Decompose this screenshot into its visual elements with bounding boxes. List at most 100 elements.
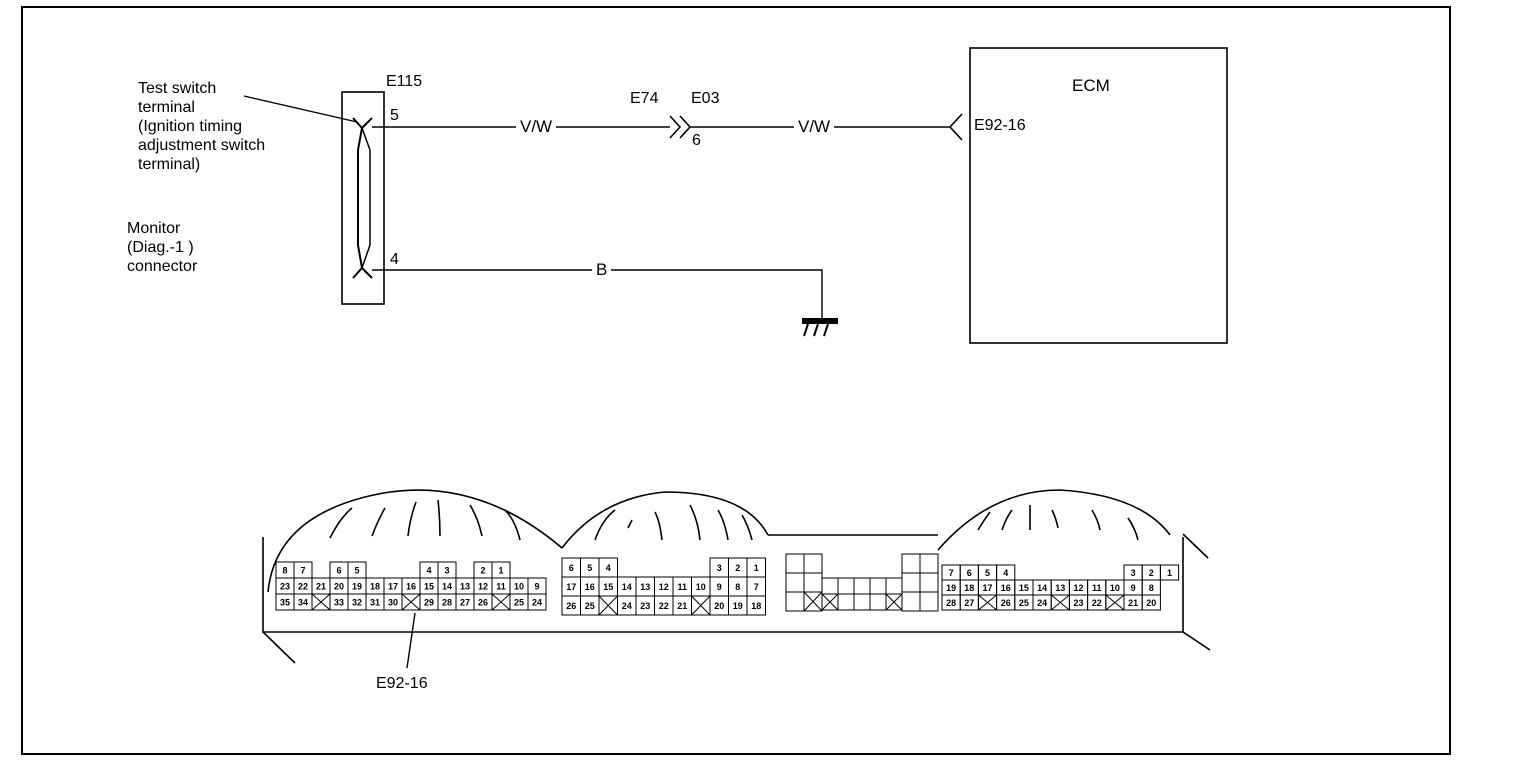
- pin-number: 7: [949, 568, 954, 578]
- monitor-connector-inner: [352, 117, 373, 279]
- ecm-terminal-chevron: [948, 113, 963, 141]
- pin-number: 8: [282, 566, 287, 576]
- pin-cell: [785, 553, 805, 574]
- pin-cell: [869, 577, 887, 595]
- pin-block-middle: [785, 553, 939, 612]
- pin-cell: [919, 553, 939, 574]
- pin-number: 16: [406, 582, 416, 592]
- e92-16-pin-label: E92-16: [376, 675, 428, 692]
- pin-number: 1: [1167, 568, 1172, 578]
- test-switch-line1: Test switch: [138, 80, 217, 97]
- blank-pin-cross: [691, 595, 711, 616]
- pin-number: 13: [640, 582, 650, 592]
- test-switch-line4: adjustment switch: [138, 137, 266, 154]
- pin-number: 18: [370, 582, 380, 592]
- blank-pin-cross: [491, 593, 511, 611]
- pin-number: 2: [480, 566, 485, 576]
- inline-connector-e74-e03: [669, 115, 692, 139]
- pin-number: 32: [352, 598, 362, 608]
- pin-number: 23: [280, 582, 290, 592]
- monitor-line3: connector: [127, 258, 198, 275]
- pin-number: 6: [569, 563, 574, 573]
- pin-number: 15: [424, 582, 434, 592]
- pin-number: 23: [640, 601, 650, 611]
- pin-cell: [1141, 594, 1161, 611]
- pin-number: 9: [1131, 583, 1136, 593]
- pin-number: 30: [388, 598, 398, 608]
- pin-number: 26: [478, 598, 488, 608]
- pin-number: 28: [946, 598, 956, 608]
- wire-vw-1-label: V/W: [516, 118, 557, 136]
- pin-number: 20: [334, 582, 344, 592]
- pin-number: 7: [754, 582, 759, 592]
- ecm-terminal-label: E92-16: [974, 117, 1026, 134]
- pin-number: 5: [985, 568, 990, 578]
- pin-number: 22: [298, 582, 308, 592]
- pin-number: 8: [1149, 583, 1154, 593]
- pin-number: 19: [946, 583, 956, 593]
- e115-label: E115: [386, 73, 423, 90]
- pin-number: 12: [659, 582, 669, 592]
- pin-number: 25: [1019, 598, 1029, 608]
- e92-16-leader: [406, 612, 416, 669]
- pin-number: 4: [426, 566, 431, 576]
- test-switch-label: Test switch terminal (Ignition timing ad…: [138, 79, 265, 174]
- pin-number: 9: [534, 582, 539, 592]
- pin-number: 15: [603, 582, 613, 592]
- pin-number: 13: [460, 582, 470, 592]
- pin-number: 2: [1149, 568, 1154, 578]
- pin-number: 4: [1003, 568, 1008, 578]
- pin-number: 21: [677, 601, 687, 611]
- pin-number: 5: [587, 563, 592, 573]
- pin-cell: [901, 572, 921, 593]
- pin-number: 14: [622, 582, 632, 592]
- pin-number: 24: [622, 601, 632, 611]
- pin-number: 31: [370, 598, 380, 608]
- pin-number: 25: [585, 601, 595, 611]
- pin-number: 35: [280, 598, 290, 608]
- pin-number: 12: [478, 582, 488, 592]
- ecm-label: ECM: [1072, 76, 1110, 95]
- pin-cell: [919, 572, 939, 593]
- pin-number: 5: [354, 566, 359, 576]
- pin-number: 11: [1092, 583, 1102, 593]
- pin-cell: [885, 593, 903, 611]
- pin-number: 18: [751, 601, 761, 611]
- pin-number: 25: [514, 598, 524, 608]
- pin-number: 20: [1146, 598, 1156, 608]
- pin-number: 16: [585, 582, 595, 592]
- pin-number: 2: [735, 563, 740, 573]
- pin-cell: [901, 591, 921, 612]
- pin-cell: [803, 553, 823, 574]
- pin-cell: [821, 577, 839, 595]
- pin-number: 13: [1055, 583, 1065, 593]
- test-switch-leader: [243, 95, 358, 123]
- pin6-label: 6: [692, 132, 701, 149]
- pin-number: 11: [496, 582, 506, 592]
- ecm-connector-housing: [262, 489, 1211, 664]
- pin-number: 3: [444, 566, 449, 576]
- e03-label: E03: [691, 90, 720, 107]
- pin-number: 3: [717, 563, 722, 573]
- pin-cell: [527, 593, 547, 611]
- pin-cell: [837, 593, 855, 611]
- pin-cell: [1159, 564, 1180, 581]
- pin-number: 19: [352, 582, 362, 592]
- blank-pin-cross: [803, 591, 823, 612]
- monitor-line2: (Diag.-1 ): [127, 239, 194, 256]
- blank-pin-cross: [1050, 594, 1070, 611]
- blank-pin-cross: [598, 595, 618, 616]
- monitor-line1: Monitor: [127, 220, 181, 237]
- pin-cell: [919, 591, 939, 612]
- pin-cell: [785, 591, 805, 612]
- pin-number: 33: [334, 598, 344, 608]
- pin-number: 17: [982, 583, 992, 593]
- blank-pin-cross: [401, 593, 421, 611]
- e74-label: E74: [630, 90, 659, 107]
- test-switch-line2: terminal: [138, 99, 195, 116]
- pin-number: 6: [336, 566, 341, 576]
- pin-number: 16: [1001, 583, 1011, 593]
- monitor-connector-body: [341, 91, 385, 305]
